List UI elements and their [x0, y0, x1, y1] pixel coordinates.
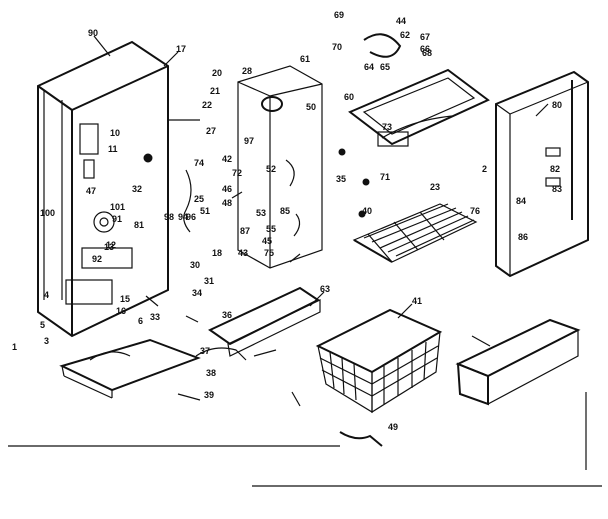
callout-86: 86 [518, 232, 528, 242]
callout-45: 45 [262, 236, 272, 246]
callout-83: 83 [552, 184, 562, 194]
callout-23: 23 [430, 182, 440, 192]
callout-13: 13 [104, 242, 114, 252]
callout-21: 21 [210, 86, 220, 96]
callout-3: 3 [44, 336, 49, 346]
callout-84: 84 [516, 196, 526, 206]
callout-92: 92 [92, 254, 102, 264]
callout-65: 65 [380, 62, 390, 72]
callout-75: 75 [264, 248, 274, 258]
callout-61: 61 [300, 54, 310, 64]
wire-rack-shelf [352, 203, 478, 263]
callout-64: 64 [364, 62, 374, 72]
callout-30: 30 [190, 260, 200, 270]
callout-22: 22 [202, 100, 212, 110]
callout-28: 28 [242, 66, 252, 76]
leader-lines [93, 35, 549, 407]
callout-1: 1 [12, 342, 17, 352]
callout-17: 17 [176, 44, 186, 54]
callout-20: 20 [212, 68, 222, 78]
callout-48: 48 [222, 198, 232, 208]
callout-91: 91 [112, 214, 122, 224]
small-parts [143, 33, 402, 447]
callout-10: 10 [110, 128, 120, 138]
callout-37: 37 [200, 346, 210, 356]
callout-94: 94 [178, 212, 188, 222]
callout-68: 68 [422, 48, 432, 58]
cabinet-housing [37, 40, 200, 338]
callout-53: 53 [256, 208, 266, 218]
callout-96: 96 [186, 212, 196, 222]
callout-46: 46 [222, 184, 232, 194]
callout-38: 38 [206, 368, 216, 378]
callout-74: 74 [194, 158, 204, 168]
callout-55: 55 [266, 224, 276, 234]
callout-62: 62 [400, 30, 410, 40]
callout-33: 33 [150, 312, 160, 322]
callout-49: 49 [388, 422, 398, 432]
callout-18: 18 [212, 248, 222, 258]
callout-50: 50 [306, 102, 316, 112]
callout-36: 36 [222, 310, 232, 320]
callout-39: 39 [204, 390, 214, 400]
base-pan [59, 338, 201, 399]
callout-16: 16 [116, 306, 126, 316]
door-shelf-bin [455, 318, 581, 406]
callout-47: 47 [86, 186, 96, 196]
callout-70: 70 [332, 42, 342, 52]
callout-100: 100 [40, 208, 55, 218]
callout-97: 97 [244, 136, 254, 146]
callout-63: 63 [320, 284, 330, 294]
callout-82: 82 [550, 164, 560, 174]
callout-87: 87 [240, 226, 250, 236]
callout-42: 42 [222, 154, 232, 164]
callout-44: 44 [396, 16, 406, 26]
callout-32: 32 [132, 184, 142, 194]
callout-73: 73 [382, 122, 392, 132]
callout-66: 66 [420, 44, 430, 54]
callout-15: 15 [120, 294, 130, 304]
callout-31: 31 [204, 276, 214, 286]
wire-basket [315, 308, 443, 414]
lower-duct-assembly [195, 286, 321, 361]
callout-25: 25 [194, 194, 204, 204]
callout-41: 41 [412, 296, 422, 306]
callout-51: 51 [200, 206, 210, 216]
callout-43: 43 [238, 248, 248, 258]
callout-69: 69 [334, 10, 344, 20]
callout-2: 2 [482, 164, 487, 174]
center-mechanism [183, 65, 323, 269]
callout-6: 6 [138, 316, 143, 326]
callout-85: 85 [280, 206, 290, 216]
callout-71: 71 [380, 172, 390, 182]
callout-52: 52 [266, 164, 276, 174]
callout-27: 27 [206, 126, 216, 136]
callout-76: 76 [470, 206, 480, 216]
callout-101: 101 [110, 202, 125, 212]
callout-11: 11 [108, 144, 118, 154]
border-lines [8, 392, 602, 487]
callout-80: 80 [552, 100, 562, 110]
callout-90: 90 [88, 28, 98, 38]
callout-81: 81 [134, 220, 144, 230]
callout-40: 40 [362, 206, 372, 216]
callout-35: 35 [336, 174, 346, 184]
callout-5: 5 [40, 320, 45, 330]
callout-67: 67 [420, 32, 430, 42]
callout-60: 60 [344, 92, 354, 102]
freezer-door [495, 70, 589, 278]
callout-72: 72 [232, 168, 242, 178]
upper-shelf-frame [348, 68, 490, 147]
callout-98: 98 [164, 212, 174, 222]
callout-34: 34 [192, 288, 202, 298]
callout-4: 4 [44, 290, 49, 300]
callout-12: 12 [106, 240, 116, 250]
